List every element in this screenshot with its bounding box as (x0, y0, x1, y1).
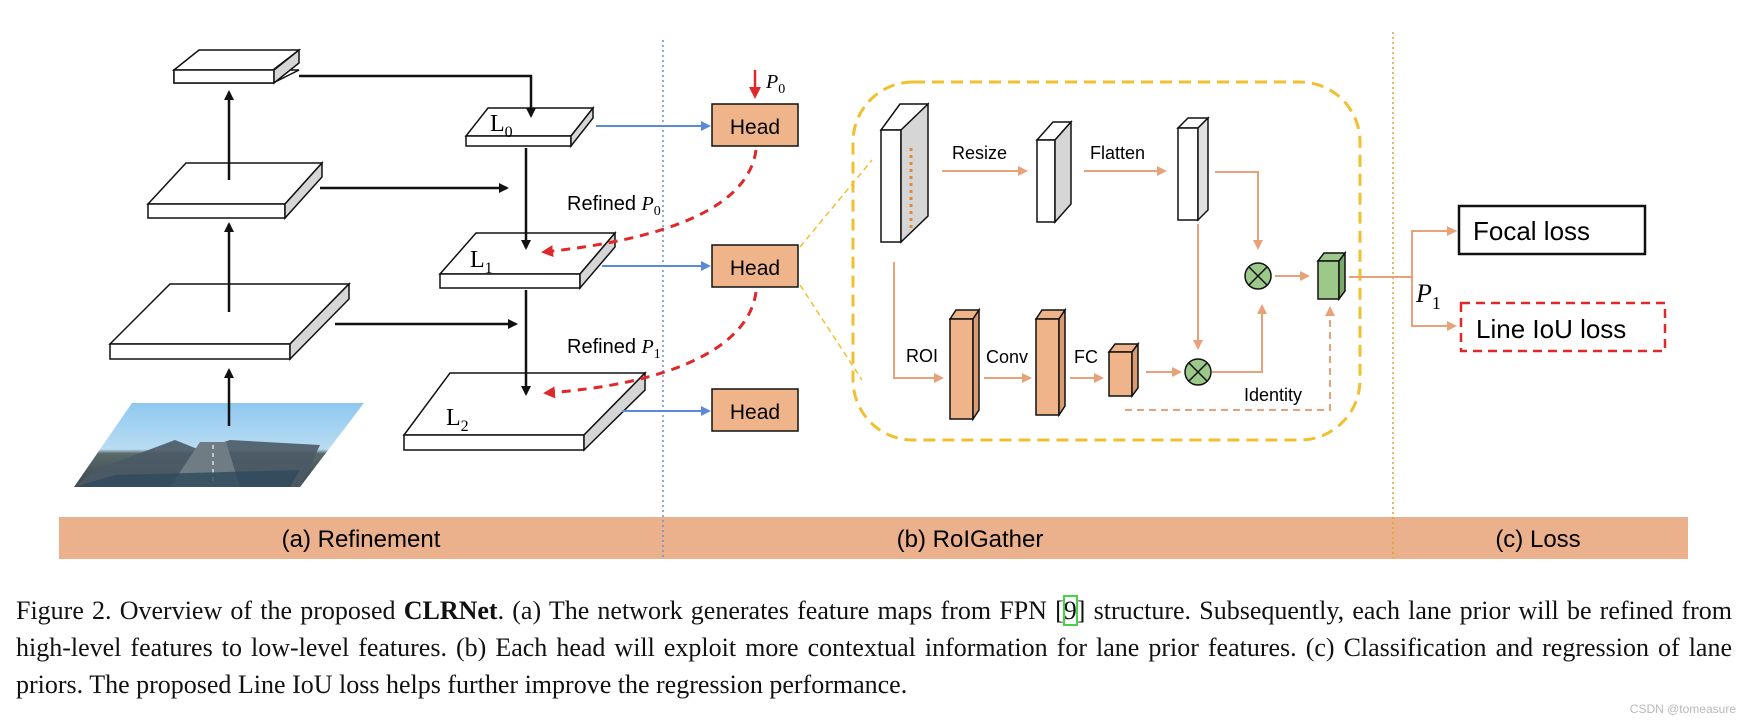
roi-label: ROI (906, 346, 938, 366)
svg-text:L0: L0 (490, 111, 513, 141)
fpn-level-2: L2 (402, 371, 647, 452)
head-1: Head (711, 244, 799, 288)
svg-text:Line IoU loss: Line IoU loss (1476, 314, 1626, 344)
refined-p0-label: Refined P0 (567, 193, 661, 219)
resize-label: Resize (952, 143, 1007, 163)
svg-text:Head: Head (730, 401, 780, 424)
head-0: Head (711, 103, 799, 147)
fpn-level-0: L0 (464, 105, 595, 149)
flatten-label: Flatten (1090, 143, 1145, 163)
flattened-feature (1176, 116, 1210, 222)
svg-text:L2: L2 (446, 405, 469, 435)
roi-feature-map (879, 102, 930, 244)
resized-feature-map (1035, 120, 1073, 224)
multiply-node-upper (1244, 262, 1272, 290)
roigather-box (851, 80, 1362, 442)
caption-lead: Figure 2. Overview of the proposed (16, 596, 404, 625)
loss-branch-top (1411, 226, 1457, 277)
svg-text:Focal loss: Focal loss (1473, 216, 1590, 246)
multiply-node-lower (1184, 358, 1212, 386)
identity-path (1125, 306, 1335, 411)
roi-feature-block (948, 307, 981, 422)
zoom-line-top (799, 159, 873, 248)
line-iou-loss-box: Line IoU loss (1459, 301, 1667, 353)
backbone-layer-top (171, 48, 302, 85)
conv-label: Conv (986, 347, 1028, 367)
head-2: Head (711, 388, 799, 432)
svg-text:Head: Head (730, 116, 780, 139)
refined-p1-label: Refined P1 (567, 336, 661, 362)
fc-feature-block (1107, 341, 1140, 399)
section-label-loss: (c) Loss (1495, 526, 1580, 553)
citation-link[interactable]: 9 (1062, 595, 1078, 626)
roigather-output-feature (1316, 250, 1347, 302)
clrnet-diagram: (a) Refinement (b) RoIGather (c) Loss L0 (59, 32, 1688, 559)
section-label-refinement: (a) Refinement (282, 526, 441, 553)
section-label-roigather: (b) RoIGather (897, 526, 1044, 553)
conv-feature-block (1034, 307, 1067, 418)
refine-arrow-p0 (541, 149, 758, 258)
section-bar (59, 517, 1688, 559)
roi-arrow (893, 262, 944, 383)
p1-label: P1 (1415, 279, 1441, 313)
input-road-image (74, 403, 364, 487)
watermark: CSDN @tomeasure (1629, 702, 1736, 716)
figure-caption: Figure 2. Overview of the proposed CLRNe… (16, 592, 1732, 703)
identity-label: Identity (1244, 385, 1302, 405)
fc-label: FC (1074, 347, 1098, 367)
lower-mult-to-upper-arrow (1212, 304, 1267, 373)
flatten-to-mult-arrow (1215, 171, 1263, 250)
caption-part-2: ] structure. Subsequently, each lane pri… (16, 596, 1732, 699)
zoom-line-bottom (799, 284, 863, 381)
backbone-layer-bottom (108, 282, 351, 361)
refine-arrow-p1 (543, 291, 758, 399)
caption-part-1: . (a) The network generates feature maps… (497, 596, 1064, 625)
focal-loss-box: Focal loss (1457, 204, 1647, 256)
loss-branch-bottom (1411, 277, 1457, 331)
prior-p0-label: P0 (765, 71, 785, 97)
backbone-layer-middle (146, 161, 324, 220)
lateral-arrow-top (299, 74, 536, 118)
svg-text:L1: L1 (470, 247, 493, 277)
fpn-level-1: L1 (438, 230, 617, 291)
caption-model-name: CLRNet (403, 596, 498, 625)
svg-text:Head: Head (730, 257, 780, 280)
